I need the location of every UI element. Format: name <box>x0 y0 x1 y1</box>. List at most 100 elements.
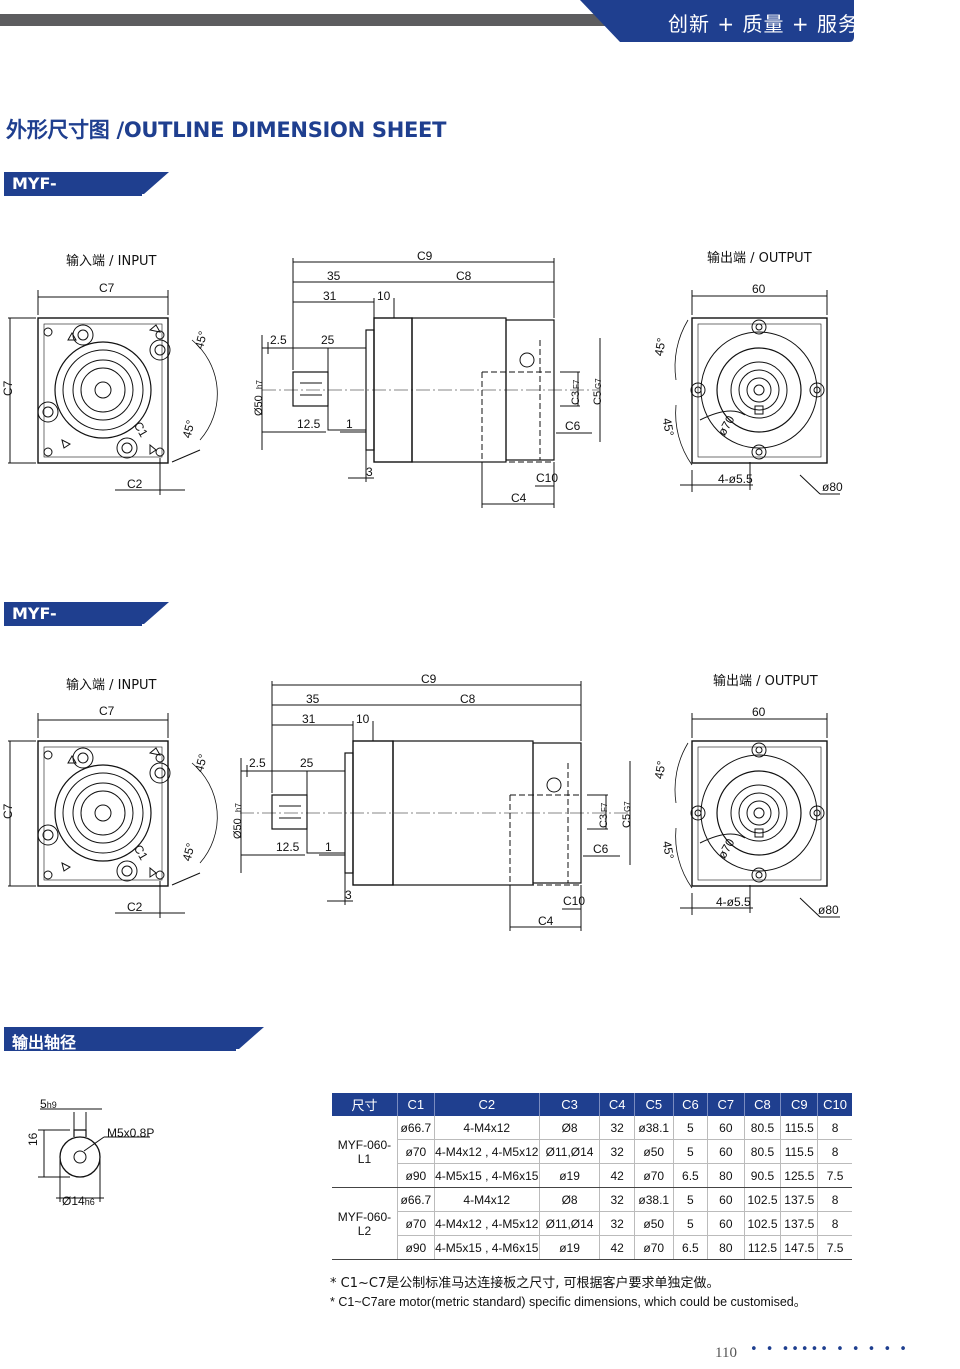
input-flange-view <box>8 290 218 495</box>
table-row: MYF-060-L1 ø66.7 4-M4x12 Ø8 32 ø38.1 5 6… <box>332 1116 852 1188</box>
dim-c7-side: C7 <box>1 380 15 396</box>
shaft-height: 16 <box>26 1132 40 1146</box>
header-slogan: 创新 + 质量 + 服务 <box>668 12 859 36</box>
page-dots: • • ••••• • • • • • <box>750 1342 909 1357</box>
dim-c10: C10 <box>563 894 585 908</box>
table-cell: 5 <box>673 1187 709 1212</box>
dim-1: 1 <box>325 840 332 854</box>
dim-c6: C6 <box>593 842 609 856</box>
table-cell: 8 <box>817 1187 852 1212</box>
dim-c5-fit: G7 <box>623 801 632 812</box>
table-cell: Ø11,Ø14 <box>539 1211 601 1236</box>
table-cell: ø19 <box>539 1235 601 1260</box>
dim-c3-fit: F7 <box>572 379 581 389</box>
dim-80: ø80 <box>822 480 843 494</box>
note-chinese: * C1~C7是公制标准马达连接板之尺寸, 可根据客户要求单独定做。 <box>330 1276 720 1291</box>
th-c2: C2 <box>434 1093 540 1116</box>
dim-shaft-dia: Ø50 <box>232 818 244 839</box>
table-cell: 7.5 <box>817 1235 852 1260</box>
dim-2-5: 2.5 <box>249 756 266 770</box>
table-cell: 80 <box>707 1163 745 1188</box>
dim-holes: 4-ø5.5 <box>716 895 751 909</box>
table-cell: 115.5 <box>780 1139 819 1164</box>
table-cell: 137.5 <box>780 1187 819 1212</box>
dim-c9: C9 <box>417 249 433 263</box>
input-view-label-l2: 输入端 / INPUT <box>66 678 157 693</box>
dim-shaft-dia: Ø50 <box>253 395 265 416</box>
shaft-dia: Ø14h6 <box>62 1194 95 1208</box>
table-cell: 125.5 <box>780 1163 819 1188</box>
dim-45-c: 45° <box>652 337 669 358</box>
table-cell: Ø11,Ø14 <box>539 1139 601 1164</box>
table-cell: 4-M4x12 , 4-M5x12 <box>434 1139 540 1164</box>
dim-45-b: 45° <box>180 418 198 439</box>
table-cell: 60 <box>707 1187 745 1212</box>
header-rule <box>0 14 615 26</box>
dim-holes: 4-ø5.5 <box>718 472 753 486</box>
table-cell: 102.5 <box>744 1187 782 1212</box>
table-cell: ø70 <box>397 1139 435 1164</box>
dim-31: 31 <box>323 289 337 303</box>
dim-shaft-fit: h7 <box>255 380 264 389</box>
dim-25: 25 <box>300 756 314 770</box>
dim-c1: C1 <box>131 419 151 440</box>
shaft-section-drawing <box>20 1090 180 1220</box>
dim-c3-fit: F7 <box>600 802 609 812</box>
dim-c5: C5 <box>592 391 604 405</box>
th-c7: C7 <box>707 1093 745 1116</box>
table-row: ø70 4-M4x12 , 4-M5x12 Ø11,Ø14 32 ø50 5 6… <box>332 1211 852 1236</box>
dim-35: 35 <box>327 269 341 283</box>
dim-80: ø80 <box>818 903 839 917</box>
dim-c5: C5 <box>621 814 633 828</box>
dim-3: 3 <box>366 465 373 479</box>
table-cell: 80.5 <box>744 1116 782 1140</box>
section-tag-l2-label: MYF-060-L2 <box>12 604 57 661</box>
output-view-label-l1: 输出端 / OUTPUT <box>707 251 812 266</box>
th-c3: C3 <box>539 1093 601 1116</box>
model-cell: MYF-060-L1 <box>332 1116 398 1188</box>
table-row: MYF-060-L2 ø66.7 4-M4x12 Ø8 32 ø38.1 5 6… <box>332 1187 852 1260</box>
dim-c7-side: C7 <box>1 803 15 819</box>
table-cell: 90.5 <box>744 1163 782 1188</box>
dim-45-a: 45° <box>192 329 210 350</box>
table-row: ø90 4-M5x15 , 4-M6x15 ø19 42 ø70 6.5 80 … <box>332 1235 852 1260</box>
side-view <box>240 681 631 931</box>
table-cell: 5 <box>673 1139 709 1164</box>
table-cell: ø19 <box>539 1163 601 1188</box>
shaft-key-width-value: 5 <box>40 1097 47 1111</box>
dim-c2: C2 <box>127 900 143 914</box>
table-cell: 4-M4x12 <box>434 1116 540 1140</box>
table-cell: ø70 <box>634 1163 674 1188</box>
table-cell: 42 <box>599 1235 635 1260</box>
dim-60: 60 <box>752 282 766 296</box>
table-cell: 42 <box>599 1163 635 1188</box>
th-c9: C9 <box>780 1093 819 1116</box>
table-cell: 6.5 <box>673 1235 709 1260</box>
table-cell: 5 <box>673 1116 709 1140</box>
dim-70: ø70 <box>715 836 738 861</box>
table-cell: 32 <box>599 1139 635 1164</box>
table-cell: 60 <box>707 1139 745 1164</box>
output-flange-view <box>674 290 840 495</box>
table-cell: ø50 <box>634 1211 674 1236</box>
dim-c7-top: C7 <box>99 281 115 295</box>
dim-c5-fit: G7 <box>594 378 603 389</box>
dim-c4: C4 <box>511 491 527 505</box>
dim-45-d: 45° <box>660 840 677 861</box>
table-cell: 137.5 <box>780 1211 819 1236</box>
table-cell: 115.5 <box>780 1116 819 1140</box>
side-view <box>261 258 601 508</box>
dim-c8: C8 <box>460 692 476 706</box>
drawing-l2: C7 C7 C2 C1 45° 45° C9 C8 3 <box>0 663 860 933</box>
dim-2-5: 2.5 <box>270 333 287 347</box>
dim-70: ø70 <box>715 413 738 438</box>
dim-shaft-fit: h7 <box>234 803 243 812</box>
table-cell: 7.5 <box>817 1163 852 1188</box>
table-cell: 8 <box>817 1116 852 1140</box>
dim-3: 3 <box>345 888 352 902</box>
table-cell: ø70 <box>634 1235 674 1260</box>
dim-45-a: 45° <box>192 752 210 773</box>
dim-c3: C3 <box>570 391 582 405</box>
shaft-key-width: 5h9 <box>40 1097 57 1111</box>
dim-45-c: 45° <box>652 760 669 781</box>
